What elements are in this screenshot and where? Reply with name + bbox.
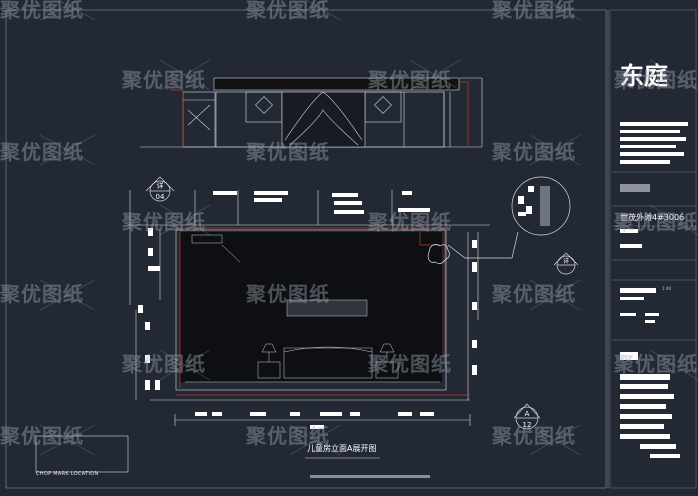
watermark-text: 聚优图纸 — [614, 68, 698, 92]
watermark-text: 聚优图纸 — [492, 0, 576, 22]
watermark-text: 聚优图纸 — [614, 210, 698, 234]
chop-mark-box — [35, 435, 129, 473]
watermark-text: 聚优图纸 — [492, 282, 576, 306]
index-symbol-right — [553, 252, 579, 275]
project-name: 世茂外滩4#3006 — [620, 213, 685, 222]
company-logo: 东庭 — [620, 62, 668, 90]
drawing-title: 儿童房立面A展开图 — [307, 444, 377, 453]
watermark-text: 聚优图纸 — [0, 282, 84, 306]
watermark-text: 聚优图纸 — [614, 352, 698, 376]
top-elevation — [140, 77, 483, 148]
watermark-text: 聚优图纸 — [0, 0, 84, 22]
watermark-text: 聚优图纸 — [368, 210, 452, 234]
main-elevation-red — [176, 227, 470, 396]
index-left-bottom: 04 — [156, 193, 165, 201]
section-marker-bottom: 12 — [523, 421, 532, 429]
watermark-lines — [39, 0, 698, 456]
watermark-text: 聚优图纸 — [368, 352, 452, 376]
index-left-top: 详 — [157, 181, 164, 190]
index-symbol-left — [145, 176, 175, 202]
section-marker — [513, 403, 541, 430]
watermark-text: 聚优图纸 — [122, 68, 206, 92]
section-marker-top: A — [525, 410, 530, 418]
titleblock-content — [620, 122, 688, 458]
watermark-text: 聚优图纸 — [122, 352, 206, 376]
watermark-text: 聚优图纸 — [0, 140, 84, 164]
watermark-text: 聚优图纸 — [246, 424, 330, 448]
scale-note: 1:40 — [662, 286, 671, 291]
titleblock-gray-box — [620, 184, 650, 192]
scale-bar — [310, 475, 430, 478]
top-elevation-red — [170, 81, 469, 147]
detail-callout-fill — [518, 186, 534, 216]
watermark-text: 聚优图纸 — [246, 140, 330, 164]
dimension-labels — [138, 191, 477, 429]
main-elevation-outline — [128, 190, 490, 426]
watermark-text: 聚优图纸 — [246, 282, 330, 306]
watermark-text: 聚优图纸 — [122, 210, 206, 234]
detail-callout — [427, 176, 571, 264]
detail-callout-hatch — [540, 186, 550, 226]
sheet-frame — [5, 9, 607, 489]
watermark-text: 聚优图纸 — [492, 140, 576, 164]
titleblock-lines — [612, 171, 696, 341]
watermark-text: 聚优图纸 — [246, 0, 330, 22]
chop-mark-label: CHOP MARK LOCATION — [36, 471, 99, 477]
titleblock-frame — [609, 9, 697, 489]
watermark-text: 聚优图纸 — [0, 424, 84, 448]
bed-detail — [185, 234, 440, 383]
watermark-text: 聚优图纸 — [368, 68, 452, 92]
watermark-text: 聚优图纸 — [492, 424, 576, 448]
index-right-top: 详 — [563, 257, 569, 265]
